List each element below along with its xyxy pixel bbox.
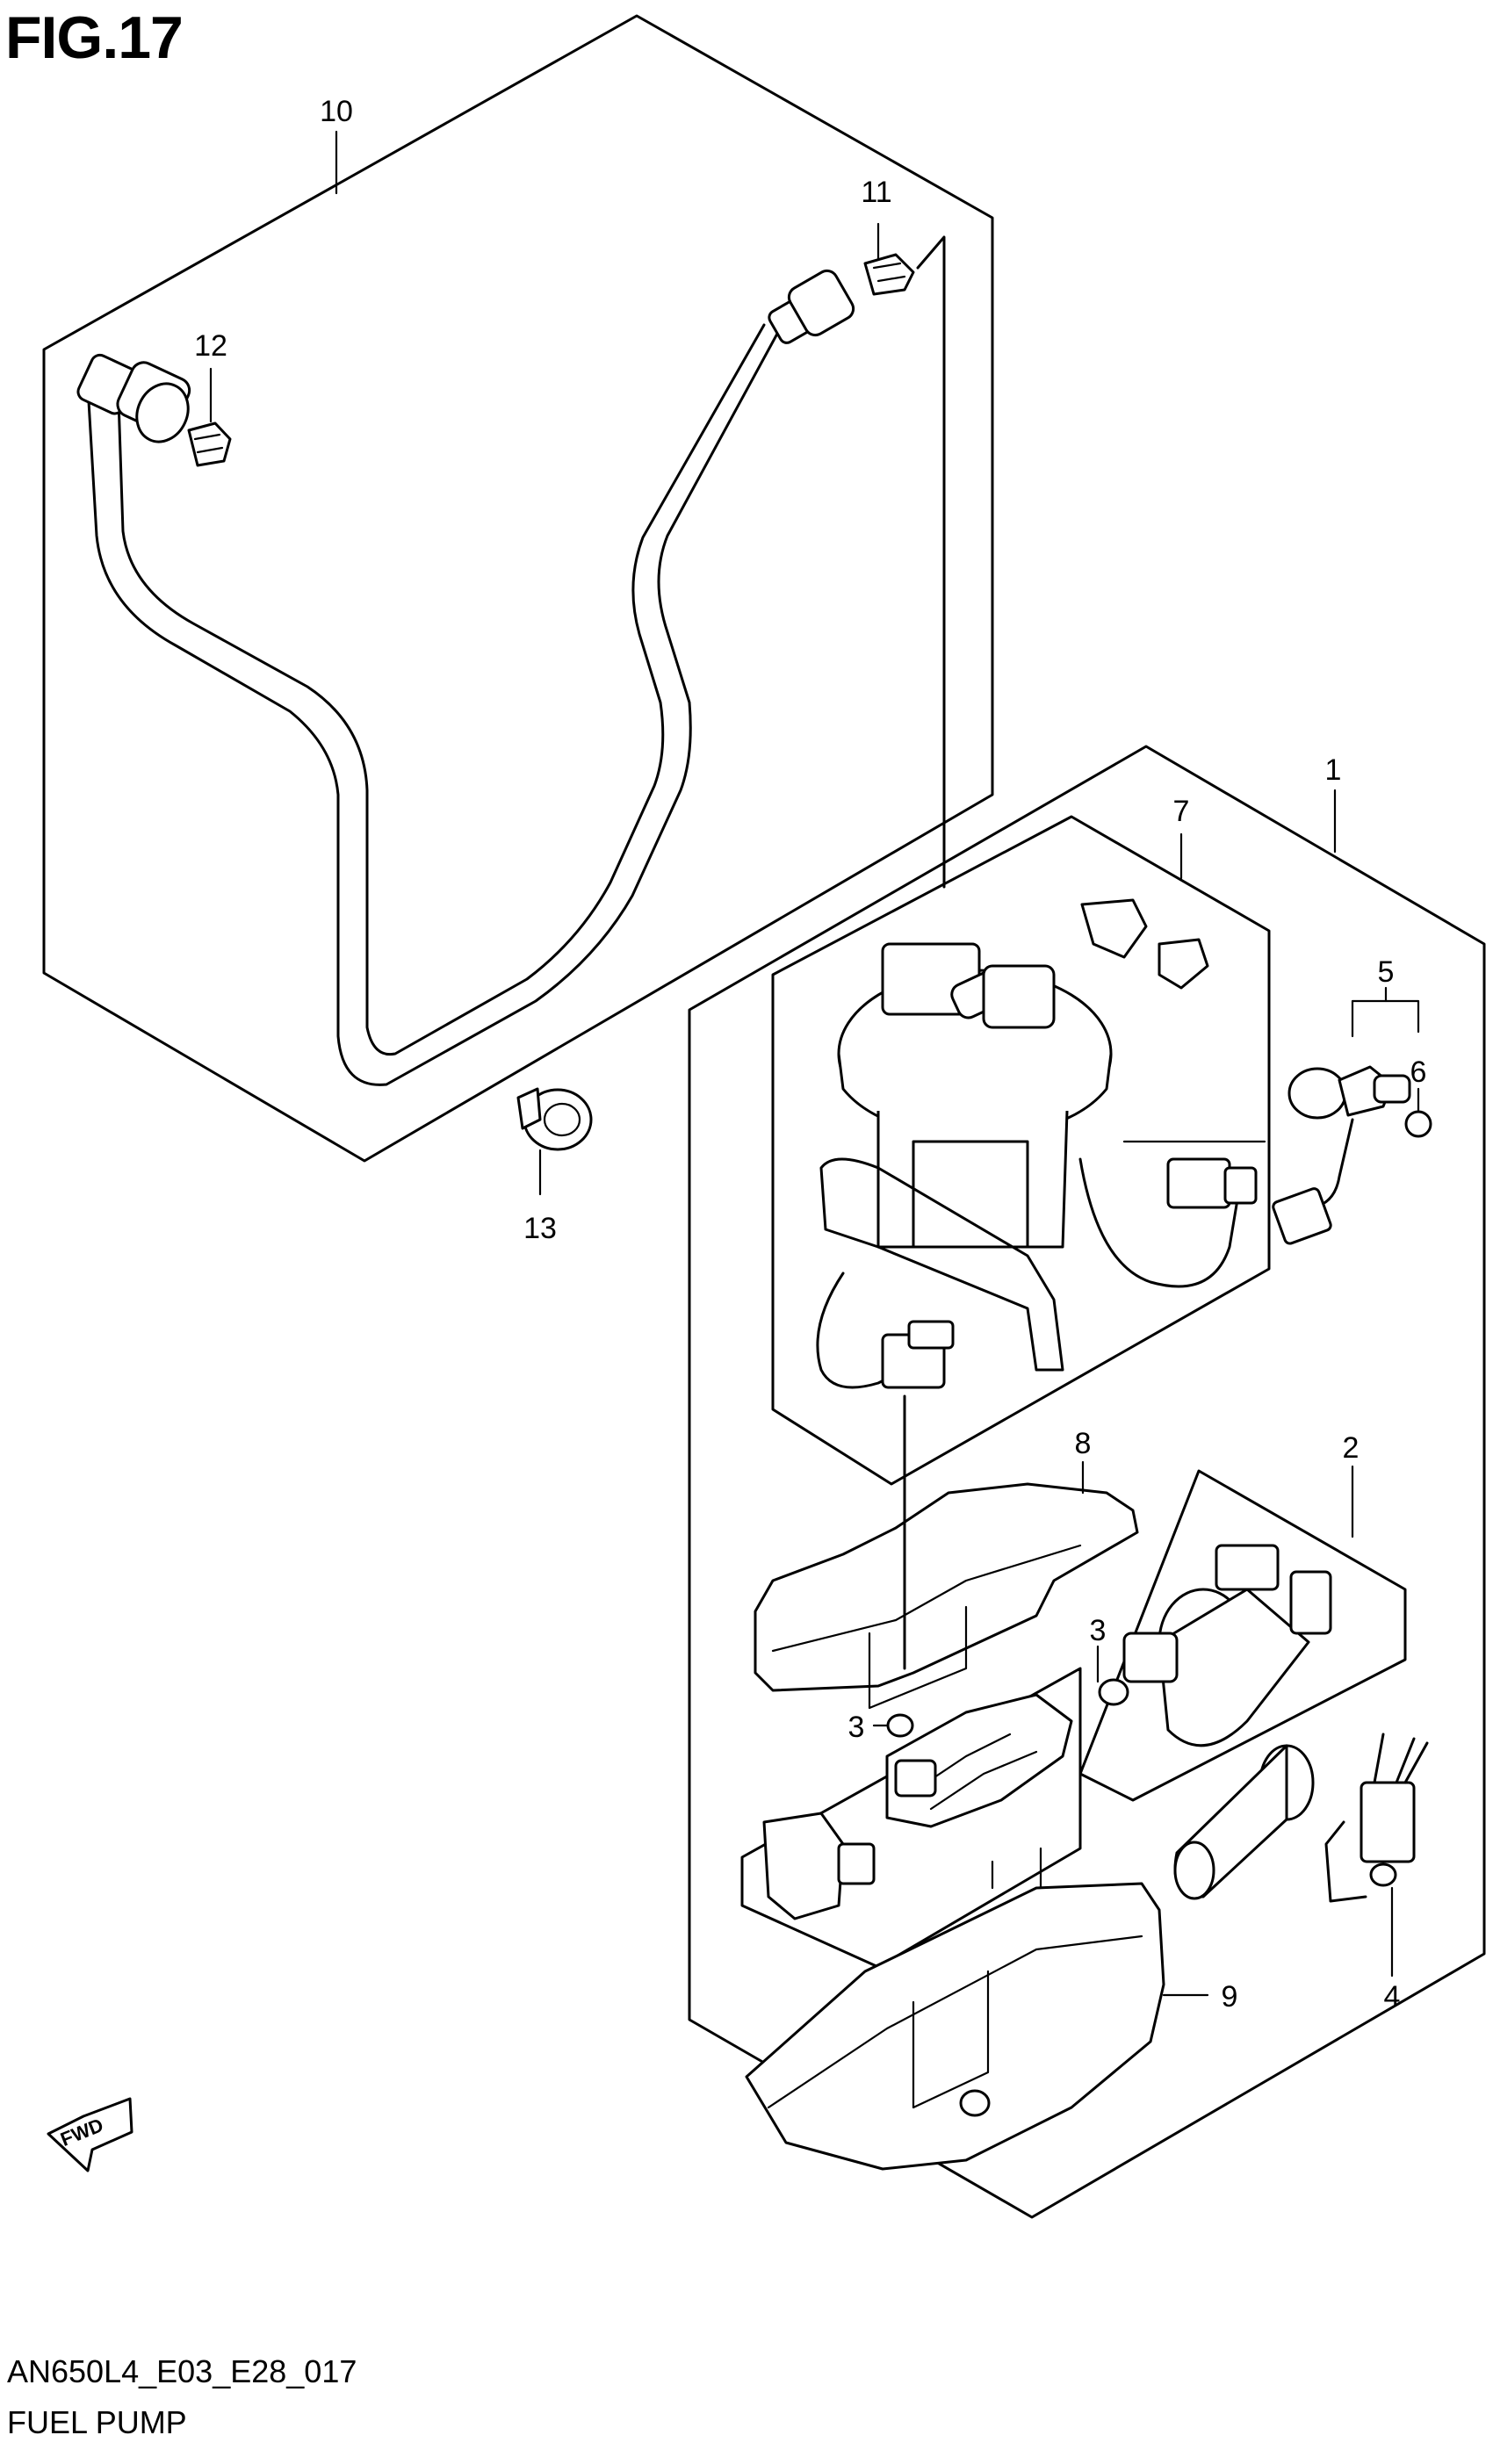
callout-11: 11: [861, 176, 891, 209]
pump-wire-harness-b: [816, 1272, 906, 1389]
fwd-direction-arrow: FWD: [47, 2097, 133, 2172]
o-ring-3-left: [886, 1713, 914, 1738]
callout-4: 4: [1384, 1980, 1401, 2014]
clip-13: [516, 1087, 593, 1151]
pump-motor: [1122, 1544, 1332, 1747]
clip-12: [187, 421, 232, 467]
hose-connector-right: [768, 269, 855, 344]
leader-5-bracket: [1351, 999, 1420, 1038]
hose-assembly-outline: [42, 14, 994, 1163]
pressure-regulator-5: [1287, 1065, 1411, 1209]
o-ring-6: [1404, 1110, 1432, 1138]
pump-wire-harness: [1078, 1157, 1240, 1288]
holder-8: [754, 1482, 1139, 1710]
callout-6: 6: [1410, 1055, 1427, 1089]
callout-8: 8: [1075, 1427, 1092, 1460]
callout-3-right: 3: [1090, 1614, 1107, 1647]
fuel-hose: [86, 332, 779, 1086]
callout-3-left: 3: [848, 1711, 865, 1744]
filter-body: [885, 1693, 1073, 1828]
pump-cover-outline: [771, 815, 1271, 1486]
tray-9: [745, 1847, 1165, 2171]
fuel-filter-4: [1173, 1744, 1315, 1900]
clip-11-guide: [916, 235, 946, 889]
pump-motor-outline: [1078, 1469, 1407, 1802]
callout-5: 5: [1378, 955, 1395, 989]
pump-flange: [819, 942, 1113, 1372]
clip-11: [863, 253, 915, 296]
callout-1: 1: [1325, 753, 1342, 787]
clip-7-top: [1080, 898, 1209, 990]
figure-name: FUEL PUMP: [7, 2404, 187, 2440]
callout-13: 13: [523, 1212, 557, 1245]
hose-connector-left: [76, 353, 191, 443]
figure-title: FIG.17: [5, 4, 184, 71]
connector-7-right: [1166, 1157, 1258, 1209]
figure-code: AN650L4_E03_E28_017: [7, 2353, 357, 2389]
callout-2: 2: [1343, 1431, 1360, 1465]
callout-12: 12: [194, 329, 227, 363]
regulator-hose-connector: [1272, 1187, 1332, 1245]
connector-7-bottom: [881, 1320, 955, 1389]
fuel-hose-inner: [117, 323, 766, 1056]
callout-10: 10: [320, 95, 353, 128]
callout-7: 7: [1173, 795, 1190, 828]
pump-assembly-outline: [688, 745, 1486, 2219]
callout-9: 9: [1222, 1980, 1238, 2014]
sender-unit-4: [1324, 1733, 1429, 1903]
o-ring-3-right: [1098, 1678, 1129, 1706]
bracket-lower-left: [762, 1812, 876, 1920]
